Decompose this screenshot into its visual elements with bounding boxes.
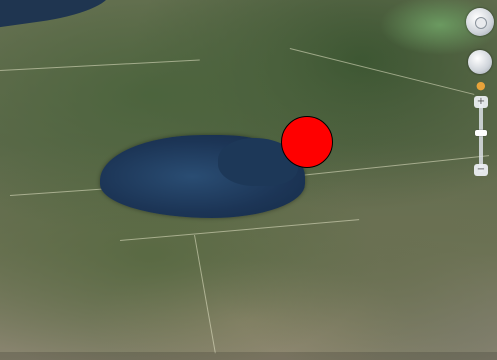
compass-icon[interactable] — [466, 8, 494, 36]
road — [300, 155, 490, 176]
road — [120, 219, 360, 241]
pegman-icon[interactable]: ● — [476, 79, 486, 92]
zoom-handle[interactable] — [475, 130, 487, 136]
road — [289, 48, 475, 95]
map-footer-bar — [0, 352, 497, 360]
road — [194, 235, 216, 354]
sea-area — [0, 0, 112, 29]
look-around-icon[interactable] — [468, 50, 492, 74]
location-marker[interactable] — [281, 116, 333, 168]
zoom-out-button[interactable]: − — [474, 164, 488, 176]
zoom-in-button[interactable]: + — [474, 96, 488, 108]
road — [0, 59, 200, 71]
